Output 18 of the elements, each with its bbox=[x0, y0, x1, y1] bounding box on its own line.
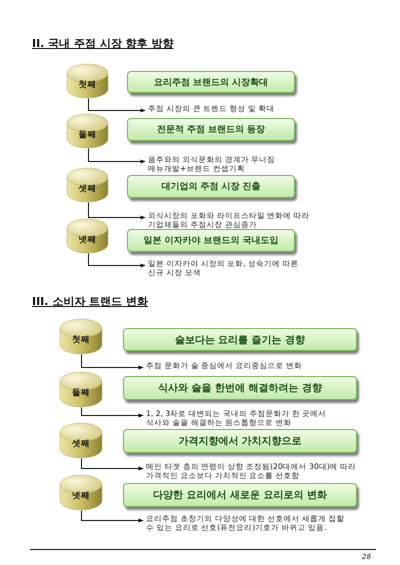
banner-box: 요리주점 브랜드의 시장확대 bbox=[127, 71, 295, 93]
arrow bbox=[81, 407, 144, 418]
arrow bbox=[81, 354, 144, 370]
banner-box: 일본 이자카야 브랜드의 국내도입 bbox=[127, 229, 295, 252]
banner-box: 다양한 요리에서 새로운 요리로의 변화 bbox=[123, 483, 357, 507]
banner-box: 술보다는 요리를 즐기는 경향 bbox=[123, 328, 357, 351]
arrow bbox=[81, 458, 144, 470]
arrow bbox=[88, 253, 146, 268]
arrow bbox=[88, 98, 146, 112]
banner-box: 가격지향에서 가치지향으로 bbox=[123, 429, 357, 453]
arrow bbox=[88, 202, 146, 220]
arrow bbox=[88, 148, 146, 164]
banner-box: 식사와 술을 한번에 해결하려는 경향 bbox=[123, 376, 357, 400]
banner-box: 대기업의 주점 시장 진출 bbox=[127, 175, 295, 198]
arrow bbox=[81, 510, 144, 522]
section-heading: III. 소비자 트랜드 변화 bbox=[32, 295, 148, 309]
section-heading: II. 국내 주점 시장 향후 방향 bbox=[32, 37, 174, 51]
banner-box: 전문적 주점 브랜드의 등장 bbox=[127, 118, 295, 141]
